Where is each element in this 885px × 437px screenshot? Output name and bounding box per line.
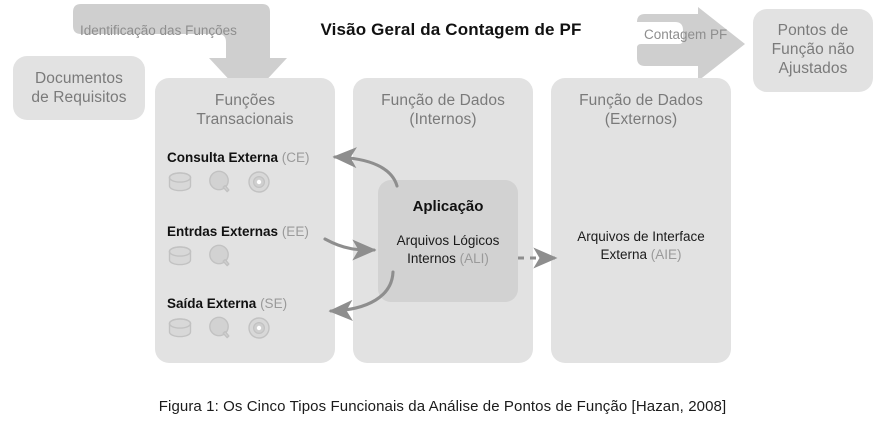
aie-abbr: (AIE) xyxy=(650,247,682,262)
documentos-line1: Documentos xyxy=(34,70,123,87)
aplicacao-heading: Aplicação xyxy=(412,198,484,215)
saida-externa-name: Saída Externa xyxy=(167,296,257,311)
column-funcao-dados-externos: Função de Dados (Externos) xyxy=(551,78,731,363)
entradas-externas-abbr: (EE) xyxy=(281,224,309,239)
documentos-requisitos-label: Documentos de Requisitos xyxy=(13,69,145,107)
aie-label: Arquivos de Interface Externa (AIE) xyxy=(551,228,731,264)
function-row-entradas-externas: Entrdas Externas (EE) xyxy=(167,224,342,268)
column-funcao-dados-internos-title: Função de Dados (Internos) xyxy=(353,91,533,129)
pontos-line1: Pontos de xyxy=(777,22,849,39)
consulta-externa-label: Consulta Externa (CE) xyxy=(167,150,342,165)
col-trans-line1: Funções xyxy=(214,92,276,109)
identificacao-arrow-label: Identificação das Funções xyxy=(80,23,237,38)
function-row-consulta-externa: Consulta Externa (CE) xyxy=(167,150,342,194)
consulta-externa-abbr: (CE) xyxy=(281,150,310,165)
query-bubble-icon xyxy=(209,170,230,193)
pontos-line2: Função não xyxy=(771,41,855,58)
disc-icon xyxy=(248,317,270,339)
consulta-externa-icons xyxy=(167,170,342,194)
database-cylinder-icon xyxy=(168,318,192,338)
ali-label: Arquivos Lógicos Internos (ALI) xyxy=(378,232,518,268)
documentos-line2: de Requisitos xyxy=(31,89,127,106)
database-cylinder-icon xyxy=(168,172,192,192)
ali-line1: Arquivos Lógicos xyxy=(396,233,500,248)
query-bubble-icon xyxy=(209,316,230,339)
saida-externa-label: Saída Externa (SE) xyxy=(167,296,342,311)
page-title: Visão Geral da Contagem de PF xyxy=(320,20,582,39)
documentos-requisitos-box: Documentos de Requisitos xyxy=(13,56,145,120)
entradas-externas-icons xyxy=(167,244,342,268)
column-funcoes-transacionais: Funções Transacionais xyxy=(155,78,335,363)
ali-abbr: (ALI) xyxy=(459,251,489,266)
query-bubble-icon xyxy=(209,244,230,267)
consulta-externa-name: Consulta Externa xyxy=(167,150,279,165)
col-ext-line2: (Externos) xyxy=(604,111,678,128)
column-funcoes-transacionais-title: Funções Transacionais xyxy=(155,91,335,129)
aie-line1: Arquivos de Interface xyxy=(577,229,705,244)
pontos-funcao-label: Pontos de Função não Ajustados xyxy=(753,21,873,78)
pontos-funcao-box: Pontos de Função não Ajustados xyxy=(753,9,873,92)
aplicacao-box: Aplicação Arquivos Lógicos Internos (ALI… xyxy=(378,180,518,302)
function-row-saida-externa: Saída Externa (SE) xyxy=(167,296,342,340)
disc-icon xyxy=(248,171,270,193)
col-int-line2: (Internos) xyxy=(409,111,477,128)
col-ext-line1: Função de Dados xyxy=(579,92,703,109)
contagem-arrow-shape xyxy=(637,7,745,81)
col-int-line1: Função de Dados xyxy=(381,92,505,109)
aie-line2: Externa xyxy=(600,247,647,262)
figure-caption: Figura 1: Os Cinco Tipos Funcionais da A… xyxy=(158,398,727,415)
pontos-line3: Ajustados xyxy=(778,60,848,77)
entradas-externas-name: Entrdas Externas xyxy=(167,224,279,239)
column-funcao-dados-externos-title: Função de Dados (Externos) xyxy=(551,91,731,129)
saida-externa-abbr: (SE) xyxy=(260,296,288,311)
database-cylinder-icon xyxy=(168,246,192,266)
entradas-externas-label: Entrdas Externas (EE) xyxy=(167,224,342,239)
saida-externa-icons xyxy=(167,316,342,340)
col-trans-line2: Transacionais xyxy=(196,111,294,128)
ali-line2: Internos xyxy=(407,251,456,266)
contagem-arrow-label: Contagem PF xyxy=(644,27,728,42)
